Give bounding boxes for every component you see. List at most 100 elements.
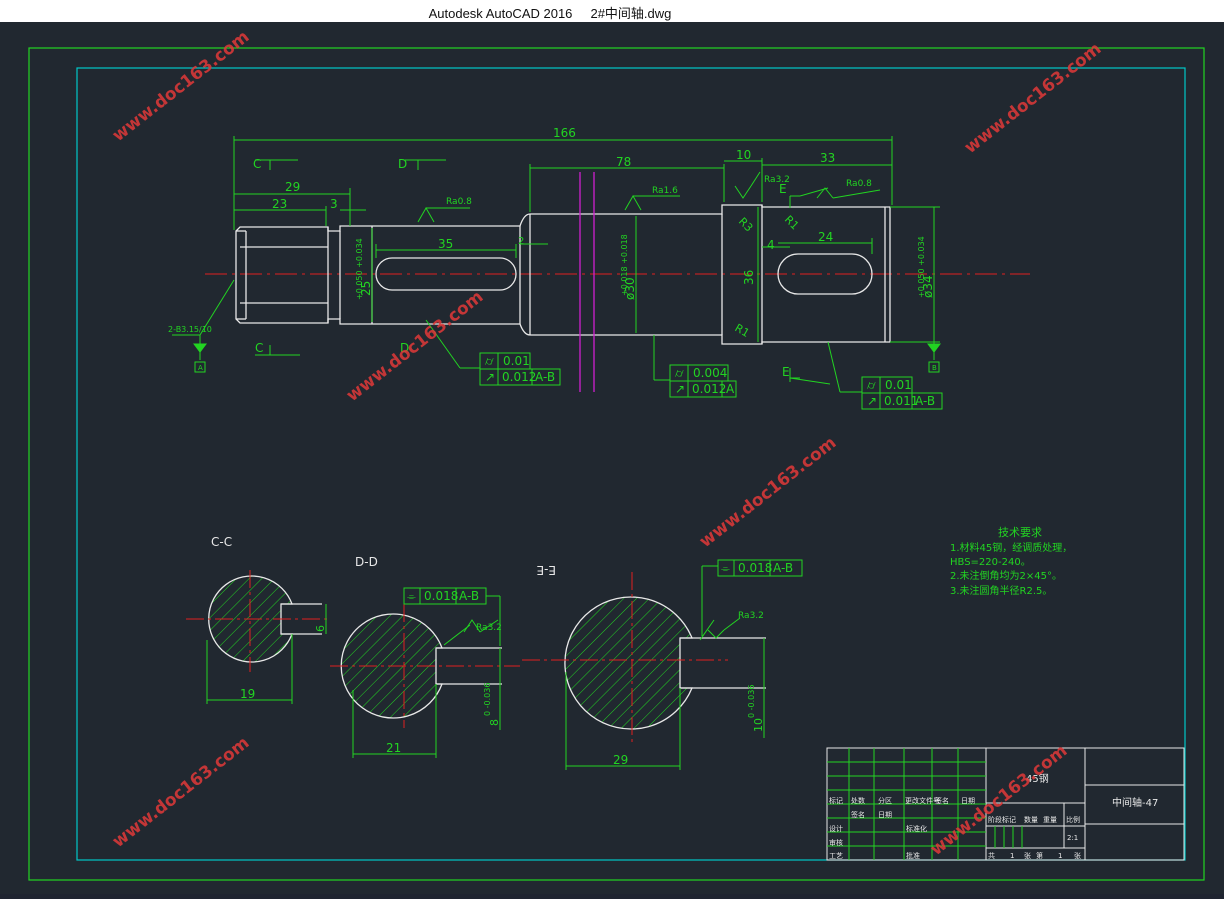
tb-material: 45钢 — [1026, 772, 1049, 785]
section-dd-sym-ref: A-B — [459, 589, 479, 603]
datum-b-label: B — [932, 364, 937, 372]
dim-2: 2 — [518, 236, 524, 247]
section-dd-sym-val: 0.018 — [424, 589, 458, 603]
dim-29: 29 — [285, 180, 300, 194]
tech-notes-line4: 3.未注圆角半径R2.5。 — [950, 584, 1052, 597]
watermark-2: www.doc163.com — [961, 39, 1106, 158]
section-dd: ⌯ 0.018 A-B Ra3.2 D-D 21 8 0 -0.036 — [330, 555, 520, 758]
section-dd-depth-tol: 0 -0.036 — [483, 683, 492, 716]
inner-border — [76, 67, 1186, 861]
title-block-labels: 标记 处数 分区 更改文件号 签名 日期 签名 日期 设计 标准化 审核 工艺 … — [829, 796, 1081, 860]
tb-dt: 日期 — [878, 811, 892, 819]
tb-zhang-a: 张 — [1024, 851, 1031, 860]
tb-one-a: 1 — [1010, 852, 1014, 860]
radius-r3: R3 — [736, 215, 756, 235]
roughness-mid: Ra1.6 — [652, 186, 678, 196]
roughness-right: Ra0.8 — [846, 179, 872, 189]
tolerance-text: ⌭ 0.01 ↗ 0.012 A-B ⌭ 0.004 ↗ 0.012 A ⌭ 0… — [485, 354, 935, 408]
section-ee: ⌯ 0.018 A-B Ra3.2 E-E 29 10 0 -0.036 — [522, 559, 803, 770]
dim-10: 10 — [736, 148, 751, 162]
section-marker-d-bottom: D — [400, 341, 409, 355]
section-cc-title: C-C — [211, 535, 232, 549]
tb-sheet-total: 共 — [988, 851, 995, 860]
dim-34-tol: +0.050 +0.034 — [917, 236, 926, 298]
drawing-canvas[interactable]: 166 29 23 3 35 2 78 10 33 24 4 36 25 +0.… — [0, 22, 1224, 894]
dim-3: 3 — [330, 197, 338, 211]
dim-24: 24 — [818, 230, 833, 244]
tol-right-1: 0.01 — [885, 378, 912, 392]
tb-chg: 更改文件号 — [905, 796, 940, 805]
section-ee-title: E-E — [537, 563, 557, 577]
tech-notes-line3: 2.未注倒角均为2×45°。 — [950, 569, 1062, 582]
shaft-outline — [235, 204, 891, 345]
watermark-4: www.doc163.com — [696, 433, 841, 552]
tol-left-2: 0.012 — [502, 370, 536, 384]
tb-sig: 签名 — [851, 810, 865, 819]
center-hole-note: 2-B3.15/10 — [168, 325, 212, 334]
datum-a-label: A — [198, 364, 203, 372]
section-marker-d-top: D — [398, 157, 407, 171]
tb-approve: 批准 — [906, 851, 920, 860]
section-ee-depth-tol: 0 -0.036 — [747, 685, 756, 718]
watermark-3: www.doc163.com — [343, 287, 488, 406]
section-dd-width: 21 — [386, 741, 401, 755]
watermarks: www.doc163.com www.doc163.com www.doc163… — [109, 27, 1106, 860]
svg-text:↗: ↗ — [675, 382, 685, 396]
section-cc: C-C 19 6 — [186, 535, 330, 704]
section-ee-sym-val: 0.018 — [738, 561, 772, 575]
tb-zhang-b: 张 — [1074, 851, 1081, 860]
roughness-left: Ra0.8 — [446, 197, 472, 207]
tol-left-ref: A-B — [535, 370, 555, 384]
section-marker-e-top: E — [779, 182, 787, 196]
outer-border — [28, 47, 1205, 881]
title-block-grid — [827, 748, 1023, 860]
svg-text:⌯: ⌯ — [407, 590, 416, 603]
dim-23: 23 — [272, 197, 287, 211]
watermark-7: www.doc163.com — [163, 457, 308, 576]
dim-78: 78 — [616, 155, 631, 169]
dimension-lines — [172, 136, 941, 393]
dim-25-tol: +0.050 +0.034 — [355, 238, 364, 300]
tb-sign: 签名 — [935, 796, 949, 805]
tech-notes-line2: HBS=220-240。 — [950, 557, 1031, 568]
dim-overall: 166 — [553, 126, 576, 140]
tol-mid-ref: A — [726, 382, 735, 396]
dim-35: 35 — [438, 237, 453, 251]
svg-text:⌭: ⌭ — [867, 378, 876, 392]
section-marker-c-top: C — [253, 157, 261, 171]
tb-one-b: 1 — [1058, 852, 1062, 860]
tb-stage: 阶段标记 — [988, 815, 1016, 824]
tech-notes-title: 技术要求 — [998, 526, 1042, 539]
tol-left-1: 0.01 — [503, 354, 530, 368]
section-cc-width: 19 — [240, 687, 255, 701]
section-cut-lines — [579, 172, 595, 392]
dim-33: 33 — [820, 151, 835, 165]
roughness-shoulder: Ra3.2 — [764, 175, 790, 185]
svg-text:↗: ↗ — [485, 370, 495, 384]
tb-sheet-no: 第 — [1036, 851, 1043, 860]
tb-process: 工艺 — [829, 852, 843, 860]
watermark-1: www.doc163.com — [109, 27, 254, 146]
svg-text:⌭: ⌭ — [675, 366, 684, 380]
svg-text:↗: ↗ — [867, 394, 877, 408]
tb-mark: 标记 — [829, 796, 843, 805]
dim-25: 25 — [359, 281, 373, 296]
dim-36: 36 — [742, 270, 756, 285]
tb-weight: 重量 — [1043, 816, 1057, 824]
tb-zone: 分区 — [878, 796, 892, 805]
tb-part-name: 中间轴-47 — [1112, 796, 1158, 809]
tol-mid-1: 0.004 — [693, 366, 727, 380]
svg-text:⌭: ⌭ — [485, 354, 494, 368]
section-ee-width: 29 — [613, 753, 628, 767]
section-dd-title: D-D — [355, 555, 378, 569]
dim-30-tol: +0.018 +0.018 — [620, 234, 629, 296]
drawing-svg[interactable]: 166 29 23 3 35 2 78 10 33 24 4 36 25 +0.… — [0, 22, 1224, 894]
section-ee-roughness: Ra3.2 — [738, 611, 764, 621]
tech-notes-line1: 1.材料45钢，经调质处理， — [950, 541, 1072, 554]
watermark-5: www.doc163.com — [109, 733, 254, 852]
window-title: Autodesk AutoCAD 2016 2#中间轴.dwg — [428, 6, 672, 21]
section-dd-roughness: Ra3.2 — [476, 623, 502, 633]
tol-mid-2: 0.012 — [692, 382, 726, 396]
dim-34: ø34 — [921, 275, 935, 298]
radius-r1-top: R1 — [782, 213, 802, 233]
